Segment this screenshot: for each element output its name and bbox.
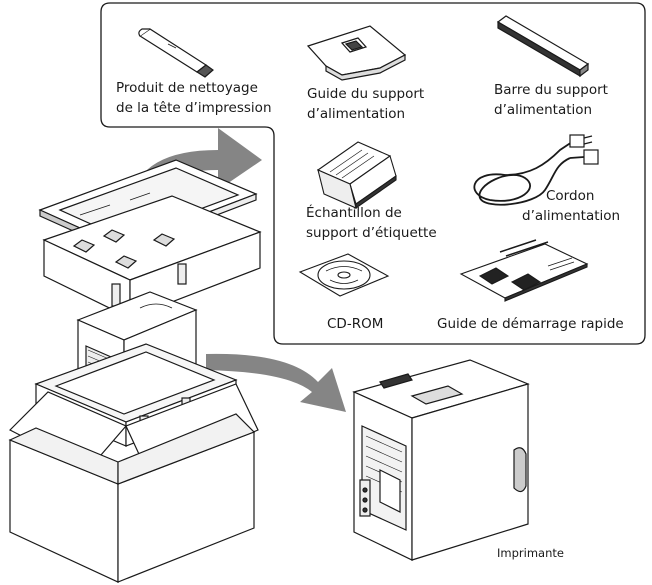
label-sample-label-line1: Échantillon de — [306, 205, 402, 221]
shipping-box-icon — [8, 383, 259, 583]
quick-start-guide-label: Guide de démarrage rapide — [437, 316, 624, 332]
media-bar-label: Barre du support d’alimentation — [494, 80, 608, 120]
media-bar-icon — [496, 15, 590, 78]
media-guide-label: Guide du support d’alimentation — [307, 84, 424, 124]
accessories-panel — [100, 2, 646, 345]
printer-label: Imprimante — [497, 546, 564, 560]
power-cord-icon — [473, 134, 599, 206]
quick-start-guide-icon — [459, 239, 589, 302]
printer-icon — [352, 359, 530, 561]
label-sample-icon — [316, 141, 397, 210]
power-cord-label-line1: Cordon — [546, 188, 595, 204]
media-guide-icon — [306, 25, 407, 81]
media-bar-label-line1: Barre du support — [494, 82, 608, 98]
label-sample-label-line2: support d’étiquette — [306, 225, 437, 241]
power-cord-label: Cordon d’alimentation — [522, 186, 620, 226]
arrow-to-printer — [206, 353, 346, 412]
cleaning-pen-label-line1: Produit de nettoyage — [116, 80, 258, 96]
label-sample-label: Échantillon de support d’étiquette — [306, 203, 437, 243]
cd-rom-label: CD-ROM — [327, 316, 384, 332]
cleaning-pen-label: Produit de nettoyage de la tête d’impres… — [116, 78, 272, 118]
cd-rom-icon — [298, 253, 390, 297]
media-guide-label-line1: Guide du support — [307, 86, 425, 102]
media-bar-label-line2: d’alimentation — [494, 102, 593, 118]
cleaning-pen-icon — [138, 28, 214, 78]
media-guide-label-line2: d’alimentation — [307, 106, 406, 122]
cleaning-pen-label-line2: de la tête d’impression — [116, 100, 272, 116]
power-cord-label-line2: d’alimentation — [522, 208, 621, 224]
